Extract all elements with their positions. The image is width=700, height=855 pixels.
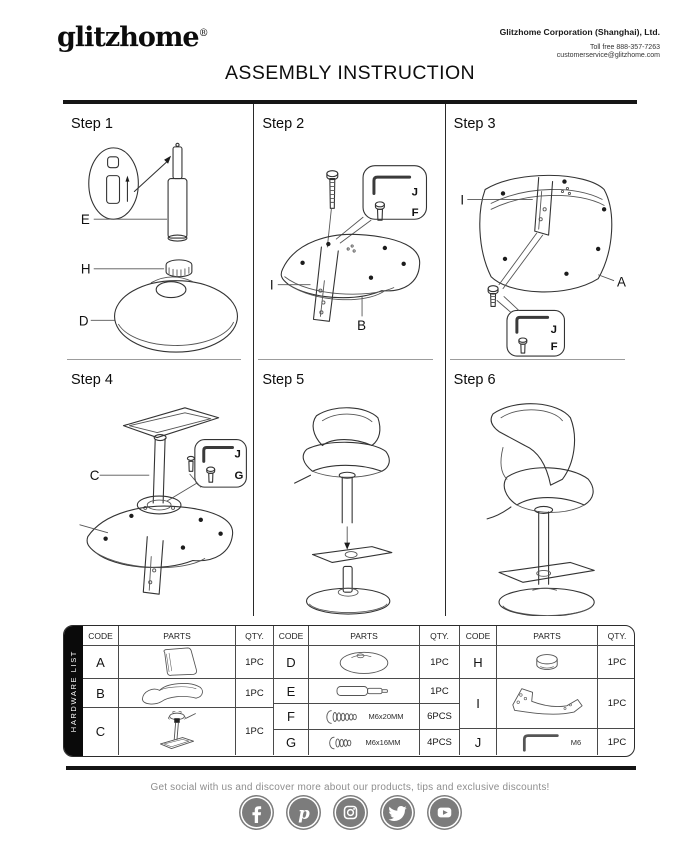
part-J-spec: M6 [570, 737, 582, 747]
step-1-title: Step 1 [71, 116, 113, 132]
social-banner-text: Get social with us and discover more abo… [150, 782, 550, 793]
company-info: Glitzhome Corporation (Shanghai), Ltd. T… [500, 27, 660, 61]
step3-label-A: A [617, 275, 626, 290]
step4-label-C: C [90, 468, 100, 483]
hardware-group-3: CODE PARTS QTY. H 1PC I [459, 626, 634, 756]
step1-label-H: H [81, 262, 91, 277]
step1-label-D: D [79, 313, 89, 328]
company-name: Glitzhome Corporation (Shanghai), Ltd. [499, 27, 660, 37]
part-A-backrest-icon [118, 645, 235, 678]
col-header-qty: QTY. [235, 626, 273, 645]
col-header-parts: PARTS [308, 626, 419, 645]
step2-label-B: B [357, 318, 366, 333]
step-1-drawing: E H D [63, 132, 253, 360]
part-G-spec: M6x16MM [365, 738, 401, 747]
step3-callout-J: J [550, 324, 556, 336]
step-5-panel: Step 5 [254, 360, 446, 616]
step-2-drawing: I B J F [254, 132, 444, 360]
code-C: C [83, 707, 118, 755]
part-F-screw-icon: M6x20MM [308, 703, 419, 729]
code-A: A [83, 645, 118, 678]
code-G: G [273, 729, 308, 755]
hardware-list-sidebar: HARDWARE LIST [64, 626, 83, 756]
customer-service-email: customerservice@glitzhome.com [556, 52, 660, 60]
hardware-list-sidebar-label: HARDWARE LIST [69, 649, 78, 733]
step3-callout-F: F [550, 341, 557, 353]
social-icons-row: p [0, 798, 700, 827]
code-H: H [459, 645, 496, 678]
col-header-parts: PARTS [118, 626, 235, 645]
toll-free-number: Toll free 888-357-7263 [589, 43, 660, 51]
qty-I: 1PC [597, 678, 634, 728]
step-4-title: Step 4 [71, 372, 113, 388]
qty-J: 1PC [597, 728, 634, 755]
code-B: B [83, 678, 118, 707]
part-F-spec: M6x20MM [368, 712, 404, 721]
step2-callout-F: F [412, 207, 419, 219]
code-I: I [459, 678, 496, 728]
step4-callout-G: G [234, 470, 243, 482]
col-header-code: CODE [88, 630, 113, 641]
part-E-gas-lift-icon [308, 678, 419, 703]
step-6-drawing [446, 388, 637, 617]
part-G-screw-icon: M6x16MM [308, 729, 419, 755]
brand-logo: glitzhome® [57, 22, 209, 53]
qty-G: 4PCS [419, 729, 459, 755]
assembly-steps-grid: Step 1 [63, 104, 637, 617]
step-4-drawing: C J G [63, 388, 253, 616]
col-header-qty: QTY. [419, 626, 459, 645]
top-divider [63, 100, 637, 104]
step-4-panel: Step 4 [63, 360, 255, 616]
code-F: F [273, 703, 308, 729]
youtube-icon[interactable] [429, 798, 459, 827]
col-header-parts: PARTS [496, 626, 597, 645]
registered-mark: ® [198, 28, 209, 39]
step-5-drawing [254, 388, 444, 616]
hardware-group-1: CODE PARTS QTY. A 1PC B 1PC C [83, 626, 273, 756]
facebook-icon[interactable] [241, 798, 271, 827]
step-3-panel: Step 3 [446, 104, 637, 360]
svg-text:p: p [298, 804, 310, 823]
qty-E: 1PC [419, 678, 459, 703]
step-2-panel: Step 2 [254, 104, 446, 360]
col-header-qty: QTY. [597, 626, 634, 645]
brand-logo-text: glitzhome [57, 22, 200, 53]
step-1-panel: Step 1 [63, 104, 255, 360]
qty-C: 1PC [235, 707, 273, 755]
col-header-code: CODE [459, 626, 496, 645]
step-6-panel: Step 6 [446, 360, 637, 617]
step1-label-E: E [81, 212, 90, 227]
qty-D: 1PC [419, 645, 459, 678]
step-3-title: Step 3 [453, 116, 496, 132]
step4-callout-J: J [234, 448, 240, 460]
step-3-drawing: I A J F [446, 132, 637, 360]
col-header-code: CODE [273, 626, 308, 645]
qty-A: 1PC [235, 645, 273, 678]
part-C-footrest-icon [118, 707, 235, 755]
pinterest-icon[interactable]: p [288, 798, 318, 827]
part-H-cap-icon [496, 645, 597, 678]
code-D: D [273, 645, 308, 678]
step-2-title: Step 2 [262, 116, 305, 132]
part-B-seat-icon [118, 678, 235, 707]
step2-callout-J: J [412, 186, 418, 198]
hardware-group-2: CODE PARTS QTY. D 1PC E 1PC [273, 626, 459, 756]
step3-label-I: I [460, 192, 464, 207]
step-6-title: Step 6 [453, 372, 496, 388]
page-title: ASSEMBLY INSTRUCTION [225, 62, 475, 84]
step2-label-I: I [270, 278, 274, 293]
hardware-list-table: HARDWARE LIST CODE PARTS QTY. A 1PC B [63, 625, 635, 757]
qty-H: 1PC [597, 645, 634, 678]
code-J: J [459, 728, 496, 755]
code-E: E [273, 678, 308, 703]
instagram-icon[interactable] [335, 798, 365, 827]
qty-F: 6PCS [419, 703, 459, 729]
step-5-title: Step 5 [262, 372, 305, 388]
qty-B: 1PC [235, 678, 273, 707]
part-D-base-icon [308, 645, 419, 678]
twitter-icon[interactable] [382, 798, 412, 827]
bottom-divider [66, 766, 636, 770]
part-J-allen-key-icon: M6 [496, 728, 597, 755]
part-I-bracket-icon [496, 678, 597, 728]
